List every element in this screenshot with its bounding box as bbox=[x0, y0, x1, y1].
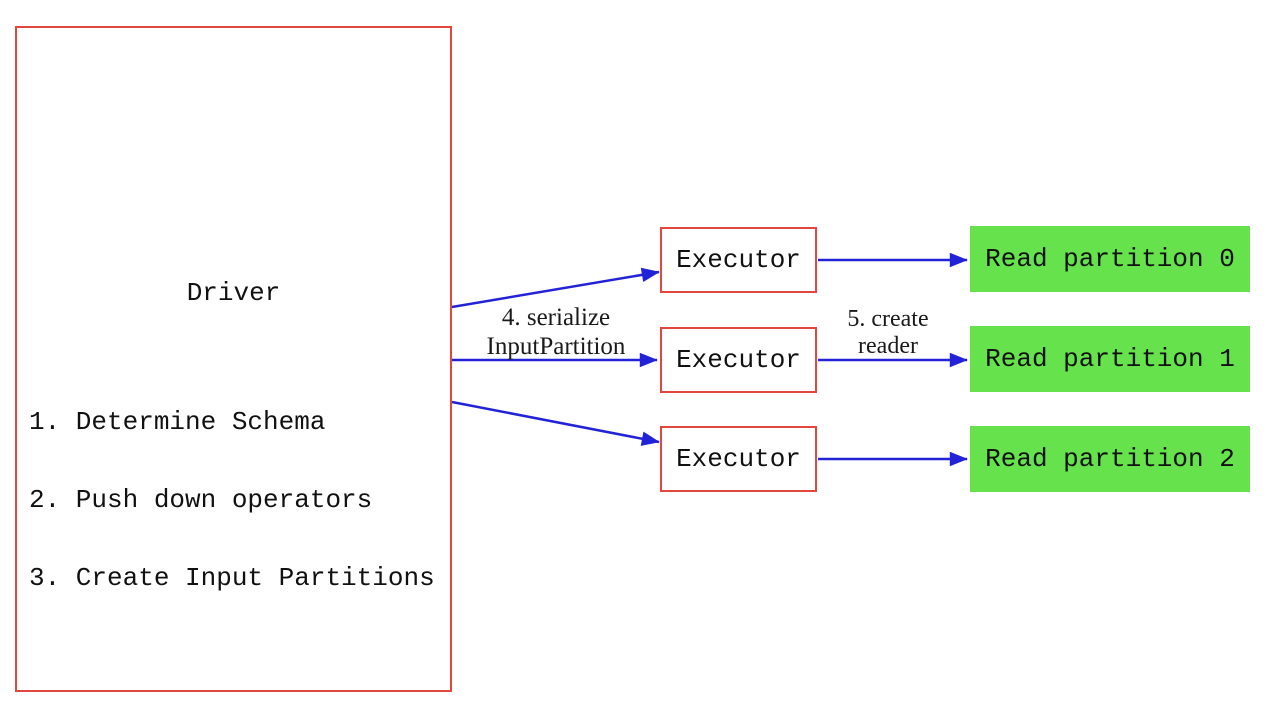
edge-label-serialize-line1: 4. serialize bbox=[501, 304, 611, 331]
executor-box-0: Executor bbox=[660, 227, 817, 293]
edge-label-create-reader: 5. create reader bbox=[798, 306, 978, 360]
executor-box-1: Executor bbox=[660, 327, 817, 393]
driver-steps-list: 1. Determine Schema 2. Push down operato… bbox=[29, 357, 435, 643]
read-partition-box-0: Read partition 0 bbox=[970, 226, 1250, 292]
driver-step-3: 3. Create Input Partitions bbox=[29, 563, 435, 593]
read-partition-box-1: Read partition 1 bbox=[970, 326, 1250, 392]
driver-title: Driver bbox=[186, 278, 281, 308]
edge-label-reader-line2: reader bbox=[858, 333, 918, 359]
driver-step-1: 1. Determine Schema bbox=[29, 407, 326, 437]
arrow-driver-to-executor-2 bbox=[451, 400, 660, 446]
driver-step-2: 2. Push down operators bbox=[29, 485, 373, 515]
arrow-driver-to-executor-0 bbox=[451, 267, 660, 309]
read-partition-box-2: Read partition 2 bbox=[970, 426, 1250, 492]
executor-box-2: Executor bbox=[660, 426, 817, 492]
edge-label-reader-line1: 5. create bbox=[847, 306, 929, 332]
driver-box: Driver 1. Determine Schema 2. Push down … bbox=[15, 26, 452, 692]
edge-label-serialize-line2: InputPartition bbox=[486, 333, 626, 360]
edge-label-serialize-inputpartition: 4. serialize InputPartition bbox=[446, 303, 666, 361]
